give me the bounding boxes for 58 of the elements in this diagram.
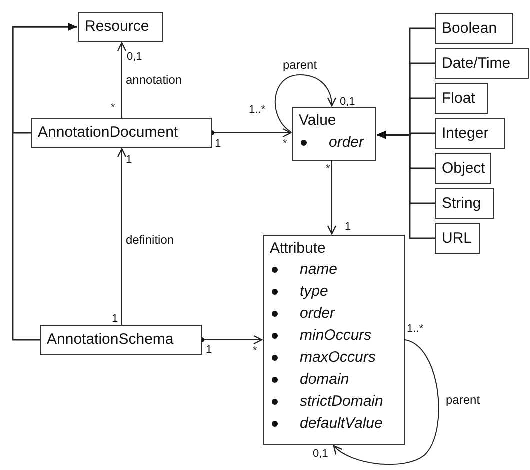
multiplicity-label: 1..* bbox=[407, 323, 424, 335]
class-name: Float bbox=[442, 88, 476, 108]
multiplicity-label: 1..* bbox=[249, 104, 266, 116]
class-name: URL bbox=[442, 228, 473, 248]
class-box bbox=[263, 235, 405, 445]
class-name: String bbox=[442, 194, 482, 214]
class-name: Resource bbox=[85, 17, 150, 37]
attribute-item: order bbox=[329, 133, 364, 153]
multiplicity-label: * bbox=[253, 345, 258, 357]
class-name: AnnotationDocument bbox=[38, 123, 180, 143]
role-label: definition bbox=[125, 233, 176, 247]
class-name: Integer bbox=[442, 124, 490, 144]
attribute-item: defaultValue bbox=[300, 414, 383, 434]
class-name: Value bbox=[299, 111, 338, 131]
class-name: AnnotationSchema bbox=[47, 330, 175, 350]
class-box bbox=[40, 325, 202, 355]
role-label: parent bbox=[282, 58, 318, 72]
role-label: annotation bbox=[125, 73, 184, 87]
attribute-item: strictDomain bbox=[300, 392, 384, 412]
attribute-item: maxOccurs bbox=[300, 348, 376, 368]
multiplicity-label: 1 bbox=[345, 221, 352, 233]
class-box bbox=[435, 188, 494, 219]
connector-arrow bbox=[275, 74, 336, 132]
class-name: Boolean bbox=[442, 18, 498, 38]
attribute-item: type bbox=[300, 282, 328, 302]
class-box bbox=[435, 153, 491, 184]
class-box bbox=[435, 48, 529, 79]
multiplicity-label: * bbox=[326, 163, 330, 175]
attribute-item: minOccurs bbox=[300, 326, 372, 346]
attribute-item: domain bbox=[300, 370, 350, 390]
class-box bbox=[78, 12, 163, 42]
class-box bbox=[435, 83, 488, 114]
attribute-item: order bbox=[300, 304, 336, 324]
class-box bbox=[435, 13, 513, 44]
connector-arrow bbox=[327, 160, 337, 235]
class-box bbox=[292, 107, 376, 161]
multiplicity-label: * bbox=[283, 138, 288, 150]
role-label: parent bbox=[445, 393, 482, 407]
class-box bbox=[435, 118, 505, 149]
multiplicity-label: 1 bbox=[215, 138, 222, 150]
class-box bbox=[31, 118, 212, 148]
class-box bbox=[435, 223, 480, 254]
class-name: Date/Time bbox=[442, 54, 512, 74]
multiplicity-label: 1 bbox=[126, 154, 132, 166]
multiplicity-label: 1 bbox=[206, 344, 212, 356]
multiplicity-label: 1 bbox=[112, 313, 118, 325]
connector-arrow bbox=[12, 23, 77, 341]
multiplicity-label: * bbox=[111, 102, 116, 114]
multiplicity-label: 0,1 bbox=[127, 51, 142, 63]
multiplicity-label: 0,1 bbox=[340, 96, 356, 108]
connector-arrow bbox=[117, 148, 127, 326]
connector-arrow bbox=[377, 131, 435, 240]
connector-arrow bbox=[117, 42, 127, 118]
connector-arrow bbox=[333, 340, 440, 466]
attribute-item: name bbox=[300, 260, 338, 280]
multiplicity-label: 0,1 bbox=[313, 448, 328, 460]
class-name: Attribute bbox=[270, 239, 327, 259]
class-name: Object bbox=[442, 158, 484, 178]
